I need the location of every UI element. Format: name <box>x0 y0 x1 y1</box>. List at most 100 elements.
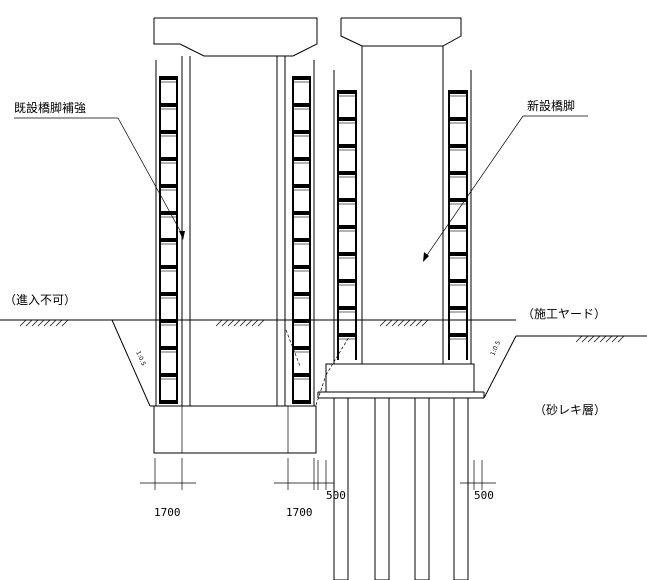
soil-hatch <box>31 319 39 327</box>
ladder-rung <box>292 319 311 323</box>
ladder-rung <box>337 333 357 337</box>
soil-hatch <box>227 319 235 327</box>
ladder-rung <box>292 76 311 80</box>
ladder-rung <box>337 117 357 121</box>
pile <box>374 397 390 580</box>
ladder-rung <box>448 198 468 202</box>
ladder-rung <box>159 238 178 242</box>
ladder-rung <box>292 211 311 215</box>
ladder-rung <box>159 130 178 134</box>
ground-surface <box>0 319 647 343</box>
label-existing-pier-reinforcement: 既設橋脚補強 <box>14 100 86 115</box>
pile <box>453 397 469 580</box>
new-pier <box>317 17 485 399</box>
ladder-rung <box>292 292 311 296</box>
soil-hatch <box>391 319 399 327</box>
pile <box>414 397 430 580</box>
ladder-rung <box>159 157 178 161</box>
soil-hatch <box>397 319 405 327</box>
soil-hatch <box>403 319 411 327</box>
dashed-guide-lines <box>285 329 353 406</box>
dim-500-right: 500 <box>474 489 494 502</box>
ladder-rung <box>337 171 357 175</box>
soil-hatch <box>593 335 601 343</box>
dimension-lines <box>140 458 496 490</box>
ladder-rung <box>448 117 468 121</box>
ladder-rung <box>448 225 468 229</box>
ladder-rung <box>159 103 178 107</box>
pile <box>333 397 349 580</box>
ladder-rung <box>292 400 311 404</box>
ladder-rung <box>159 184 178 188</box>
ladder-rung <box>448 144 468 148</box>
ladder-rung <box>292 373 311 377</box>
soil-hatch <box>379 319 387 327</box>
soil-hatch <box>257 319 265 327</box>
ladder-rung <box>292 238 311 242</box>
ladder-rung <box>448 171 468 175</box>
label-no-entry: （進入不可） <box>4 293 76 307</box>
soil-hatch <box>49 319 57 327</box>
ladder-rung <box>337 198 357 202</box>
ladder-rung <box>337 225 357 229</box>
soil-hatch <box>55 319 63 327</box>
ladder-rung <box>159 211 178 215</box>
soil-hatch <box>421 319 429 327</box>
ladder-rung <box>448 90 468 94</box>
slope-ratio-left: 1:0.5 <box>134 350 147 367</box>
dim-1700-mid: 1700 <box>286 506 313 519</box>
soil-hatch <box>245 319 253 327</box>
dim-500-left: 500 <box>326 489 346 502</box>
ladder-rung <box>292 157 311 161</box>
soil-hatch <box>605 335 613 343</box>
label-gravel-layer: （砂レキ層） <box>534 403 606 417</box>
soil-hatch <box>617 335 625 343</box>
soil-hatch <box>215 319 223 327</box>
ladder-rung <box>292 184 311 188</box>
label-construction-yard: （施工ヤード） <box>522 307 606 321</box>
ladder-rung <box>292 130 311 134</box>
ladder-rung <box>337 252 357 256</box>
ladder-rung <box>159 319 178 323</box>
soil-hatch <box>37 319 45 327</box>
foundation-piles <box>333 397 469 580</box>
ladder-rung <box>337 306 357 310</box>
reinforcement-ladder-left <box>159 76 178 407</box>
soil-hatch <box>385 319 393 327</box>
soil-hatch <box>43 319 51 327</box>
soil-hatch <box>599 335 607 343</box>
soil-hatch <box>611 335 619 343</box>
soil-hatch <box>251 319 259 327</box>
ladder-rung <box>448 279 468 283</box>
soil-hatch <box>61 319 69 327</box>
ladder-rung <box>159 346 178 350</box>
reinforcement-ladder-mid <box>292 76 311 407</box>
slope-ratio-right: 1:0.5 <box>489 340 502 357</box>
soil-hatch <box>415 319 423 327</box>
ladder-rung <box>337 90 357 94</box>
soil-hatch <box>409 319 417 327</box>
dim-1700-left: 1700 <box>154 506 181 519</box>
soil-hatch <box>581 335 589 343</box>
ladder-rung <box>337 279 357 283</box>
ladder-rung <box>292 265 311 269</box>
ladder-rung <box>448 333 468 337</box>
ladder-rung <box>448 252 468 256</box>
ladder-rung <box>292 346 311 350</box>
ladder-rung <box>159 400 178 404</box>
rebar-ladder-new-right <box>448 90 468 360</box>
existing-pier <box>153 17 318 454</box>
soil-hatch <box>575 335 583 343</box>
ladder-rung <box>159 265 178 269</box>
label-new-pier: 新設橋脚 <box>527 98 575 113</box>
soil-hatch <box>221 319 229 327</box>
ladder-rung <box>159 292 178 296</box>
ladder-rung <box>448 306 468 310</box>
soil-hatch <box>233 319 241 327</box>
soil-hatch <box>239 319 247 327</box>
soil-hatch <box>587 335 595 343</box>
leader-new <box>423 115 588 262</box>
leader-existing <box>14 117 185 240</box>
soil-hatch <box>19 319 27 327</box>
ladder-rung <box>159 76 178 80</box>
